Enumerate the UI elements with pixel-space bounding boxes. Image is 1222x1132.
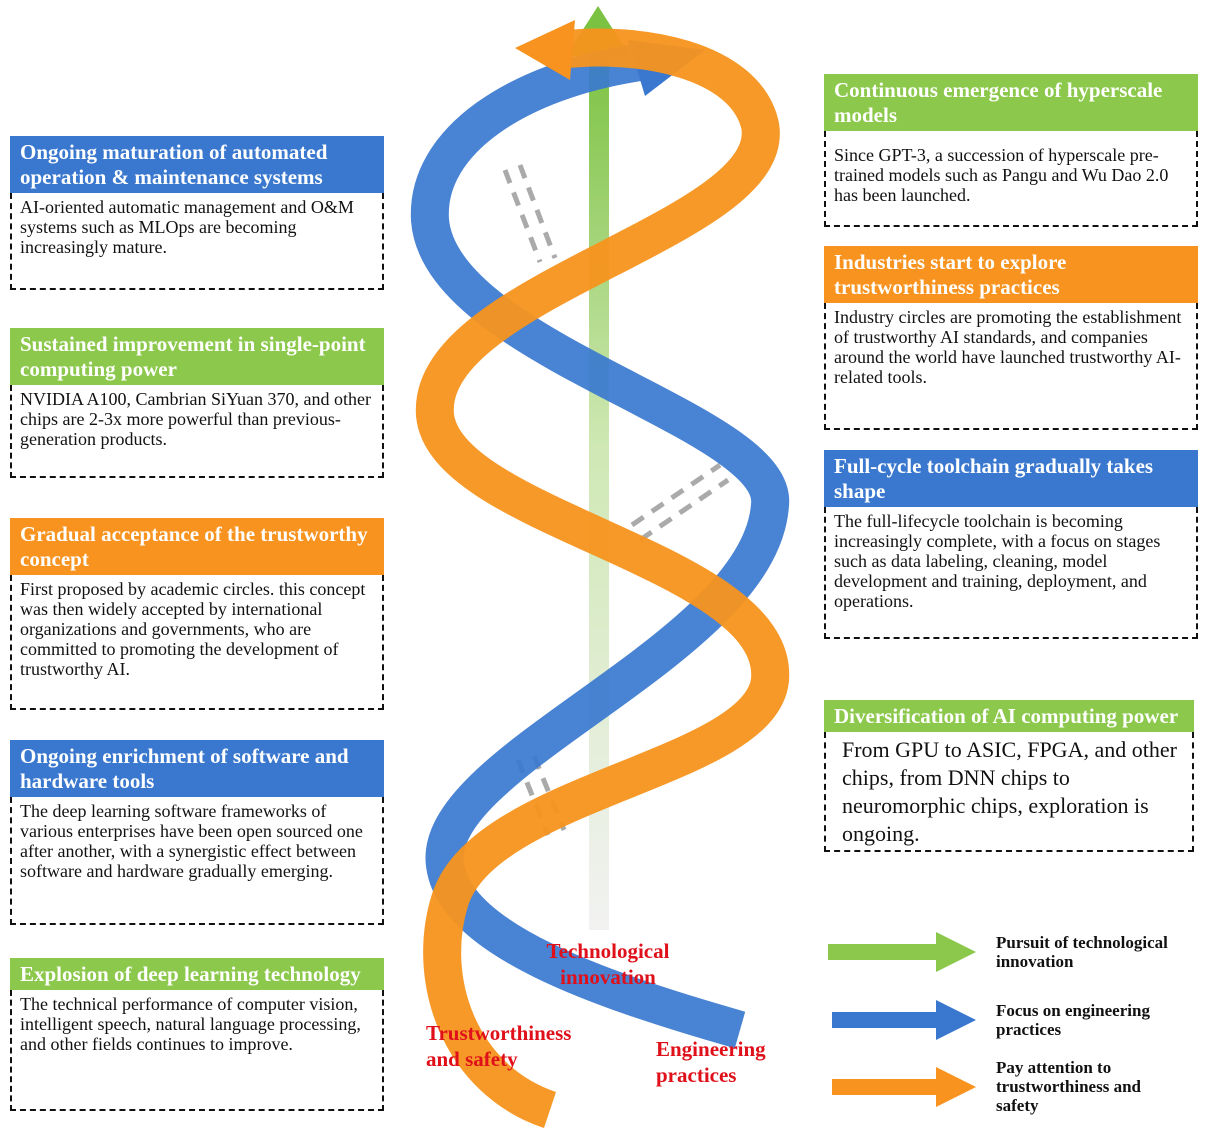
card-title: Ongoing maturation of automated operatio… [10, 136, 384, 193]
card-software-hardware-tools: Ongoing enrichment of software and hardw… [10, 740, 384, 925]
card-text: The full-lifecycle toolchain is becoming… [824, 507, 1198, 639]
card-title: Industries start to explore trustworthin… [824, 246, 1198, 303]
orange-arrowhead [515, 20, 575, 80]
card-full-cycle-toolchain: Full-cycle toolchain gradually takes sha… [824, 450, 1198, 639]
card-automated-om: Ongoing maturation of automated operatio… [10, 136, 384, 290]
card-text: Industry circles are promoting the estab… [824, 303, 1198, 430]
card-text: The deep learning software frameworks of… [10, 797, 384, 925]
card-text: AI-oriented automatic management and O&M… [10, 193, 384, 290]
legend-label: Focus on engineering practices [996, 1001, 1150, 1039]
card-text: From GPU to ASIC, FPGA, and other chips,… [824, 732, 1194, 852]
legend-item-tech: Pursuit of technological innovation [828, 932, 1186, 972]
card-text: NVIDIA A100, Cambrian SiYuan 370, and ot… [10, 385, 384, 478]
card-title: Ongoing enrichment of software and hardw… [10, 740, 384, 797]
card-title: Full-cycle toolchain gradually takes sha… [824, 450, 1198, 507]
card-title: Gradual acceptance of the trustworthy co… [10, 518, 384, 575]
card-hyperscale-models: Continuous emergence of hyperscale model… [824, 74, 1198, 227]
green-arrow-icon [828, 932, 976, 972]
orange-arrow-icon [832, 1066, 976, 1107]
card-text: First proposed by academic circles. this… [10, 575, 384, 710]
label-trustworthiness-safety: Trustworthiness and safety [426, 1021, 572, 1071]
label-engineering-practices: Engineering practices [656, 1037, 766, 1087]
card-text: The technical performance of computer vi… [10, 990, 384, 1111]
card-title: Sustained improvement in single-point co… [10, 328, 384, 385]
legend-label: Pay attention to trustworthiness and saf… [996, 1058, 1141, 1115]
card-text: Since GPT-3, a succession of hyperscale … [824, 131, 1198, 227]
blue-arrow-icon [832, 1000, 976, 1040]
card-single-point-computing: Sustained improvement in single-point co… [10, 328, 384, 478]
legend-item-trust: Pay attention to trustworthiness and saf… [832, 1058, 1186, 1115]
orange-ribbon [415, 28, 790, 1129]
card-deep-learning-explosion: Explosion of deep learning technology Th… [10, 958, 384, 1111]
card-trustworthiness-practices: Industries start to explore trustworthin… [824, 246, 1198, 430]
legend-item-eng: Focus on engineering practices [832, 1000, 1196, 1040]
legend-label: Pursuit of technological innovation [996, 933, 1168, 971]
card-ai-computing-diversification: Diversification of AI computing power Fr… [824, 700, 1194, 852]
card-title: Diversification of AI computing power [824, 700, 1194, 732]
blue-ribbon [410, 43, 790, 1049]
card-title: Explosion of deep learning technology [10, 958, 384, 990]
card-title: Continuous emergence of hyperscale model… [824, 74, 1198, 131]
card-trustworthy-concept: Gradual acceptance of the trustworthy co… [10, 518, 384, 710]
label-technological-innovation: Technological innovation [546, 939, 670, 989]
